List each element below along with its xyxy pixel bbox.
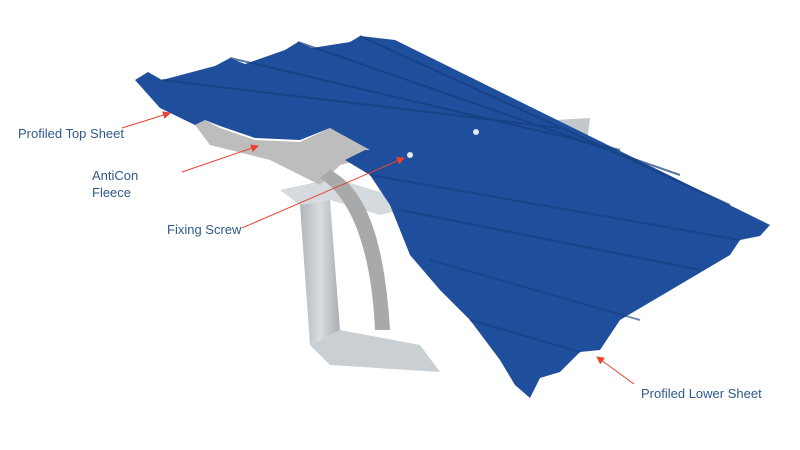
fixing-screw-head (407, 152, 413, 158)
leader-lower-sheet (596, 356, 635, 385)
label-anticon-fleece-line2: Fleece (92, 185, 132, 200)
fixing-screw-head (473, 129, 479, 135)
leader-lines (121, 111, 635, 385)
label-anticon-fleece-line1: AntiCon (92, 168, 139, 183)
anticon-fleece (195, 120, 390, 330)
leader-top-sheet (121, 111, 171, 129)
label-profiled-lower-sheet: Profiled Lower Sheet (641, 386, 762, 401)
label-profiled-top-sheet: Profiled Top Sheet (18, 126, 124, 141)
profiled-top-sheet (135, 35, 770, 398)
leader-screw (241, 157, 405, 229)
label-fixing-screw: Fixing Screw (167, 222, 242, 237)
leader-fleece (181, 144, 259, 173)
